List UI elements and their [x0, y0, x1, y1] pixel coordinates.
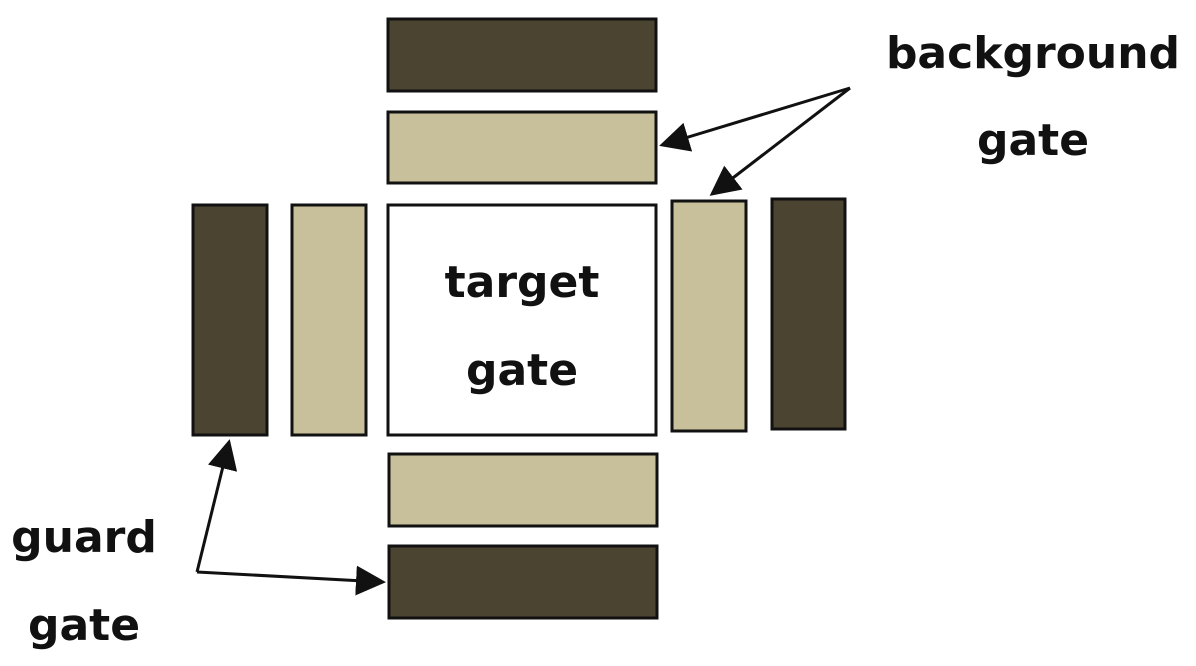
- target-gate-label-line1: target: [445, 257, 600, 308]
- guard-gate-top: [386, 17, 658, 93]
- guard-gate-label-line1: guard: [11, 512, 157, 563]
- guard-gate-bottom: [387, 544, 659, 620]
- background-gate-right: [670, 199, 748, 433]
- target-gate: [386, 203, 658, 437]
- background-gate-bottom: [387, 452, 659, 528]
- background-gate-top: [386, 110, 658, 185]
- background-arrow-to-top-gate: [659, 86, 851, 152]
- target-gate-label-line2: gate: [466, 345, 578, 396]
- background-arrow-to-right-gate: [709, 86, 851, 196]
- background-gate-label-line1: background: [886, 28, 1180, 79]
- guard-arrow-to-left-gate: [195, 439, 238, 573]
- guard-arrow-connector: [196, 565, 386, 596]
- guard-gate-left: [191, 203, 269, 437]
- background-gate-label-line2: gate: [977, 115, 1089, 166]
- guard-gate-right: [770, 197, 847, 431]
- background-gate-left: [290, 203, 368, 437]
- guard-gate-label-line2: gate: [28, 600, 140, 651]
